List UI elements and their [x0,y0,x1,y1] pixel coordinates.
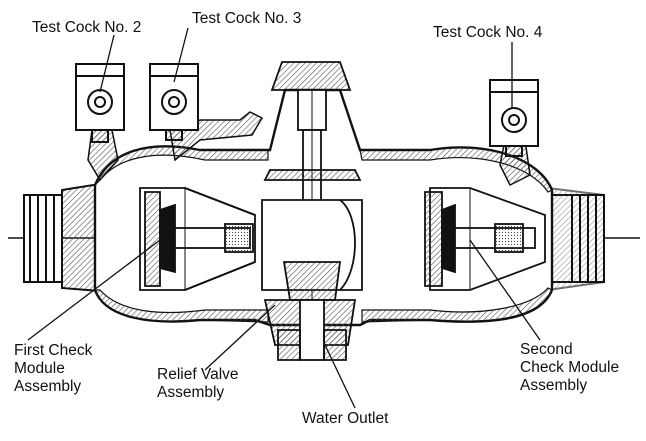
test-cock-3[interactable] [149,63,199,141]
label-test-cock-3: Test Cock No. 3 [192,10,302,27]
leader-water-outlet [324,344,356,409]
second-check-module [424,187,546,291]
test-cock-4[interactable] [489,79,539,157]
leader-test-cock-2 [99,34,115,93]
lower-wall-right [361,287,553,323]
lower-wall [94,289,269,323]
leader-relief-valve [204,304,276,371]
leader-second-check [469,239,541,341]
label-test-cock-4: Test Cock No. 4 [433,24,543,41]
leader-lines [27,27,541,409]
label-water-outlet: Water Outlet [302,410,389,427]
leader-first-check [27,239,161,341]
test-cock-2[interactable] [75,63,125,143]
label-first-check-module: First Check Module Assembly [14,342,93,395]
outlet-pipe [547,186,605,292]
first-check-module [139,187,256,291]
label-relief-valve-assembly: Relief Valve Assembly [157,366,239,401]
leader-test-cock-3 [173,27,189,83]
relief-valve-column [261,61,363,361]
label-second-check-module: Second Check Module Assembly [520,341,620,394]
label-test-cock-2: Test Cock No. 2 [32,19,142,36]
